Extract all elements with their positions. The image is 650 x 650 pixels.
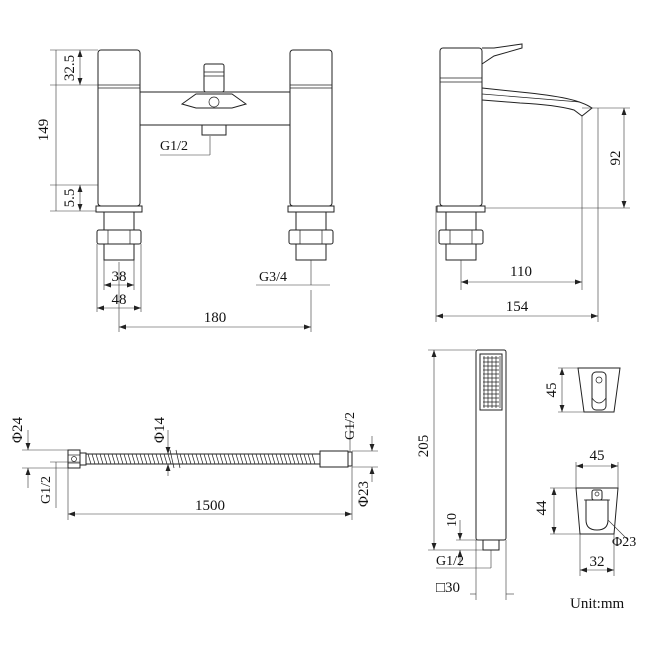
right-tail-fitting (287, 205, 335, 261)
handset-thread (482, 539, 500, 551)
spray-nozzles (483, 356, 501, 408)
hose-break-mark (169, 449, 181, 469)
dim-holder-base-width: 32 (590, 554, 605, 570)
handle-lever (481, 43, 523, 65)
left-tap-body (97, 49, 141, 207)
label-outlet-thread: G3/4 (259, 270, 287, 285)
dim-overall-depth: 154 (506, 299, 529, 315)
dim-holder-top-height: 45 (544, 383, 560, 398)
dim-handset-square: □30 (436, 580, 460, 596)
left-tail-fitting (95, 205, 143, 261)
hose-coils (87, 453, 316, 465)
side-tap-body (439, 47, 483, 207)
label-thread-left: G1/2 (39, 476, 54, 504)
dim-top-section: 32.5 (62, 55, 78, 81)
dim-total-height: 149 (36, 119, 52, 142)
hose-body (85, 453, 321, 465)
dim-holder-bore: Φ23 (612, 535, 636, 550)
shower-hose: Φ24 G1/2 Φ14 G1/2 Φ23 1500 (10, 412, 378, 520)
dim-hose-length: 1500 (195, 498, 225, 514)
diverter-knob (180, 63, 248, 136)
dim-spout-height: 92 (608, 151, 624, 166)
dim-spout-reach: 110 (510, 264, 532, 280)
unit-label: Unit:mm (570, 596, 625, 612)
spout (481, 87, 593, 117)
dim-hose-dia: Φ14 (152, 417, 168, 443)
label-thread-right: G1/2 (343, 412, 358, 440)
dim-holder-width: 45 (590, 448, 605, 464)
hose-left-nut (67, 449, 81, 469)
dim-centres: 180 (204, 310, 227, 326)
dim-holder-height: 44 (534, 500, 550, 516)
bath-mixer-front-view: 32.5 149 5.5 G1/2 38 48 G3/4 180 (36, 49, 335, 332)
dim-bottom-section: 5.5 (62, 189, 78, 208)
dim-thread-length: 10 (445, 513, 460, 527)
right-tap-body (289, 49, 333, 207)
label-handset-thread: G1/2 (436, 554, 464, 569)
holder-front-body (575, 487, 619, 535)
handset-spray-face (479, 353, 503, 411)
hose-right-cone (319, 450, 349, 468)
dim-end-dia-left: Φ24 (10, 417, 26, 443)
wall-holder-side: 45 (544, 367, 621, 413)
dim-end-dia-right: Φ23 (356, 481, 372, 507)
wall-holder-front: 45 44 Φ23 32 (534, 448, 636, 576)
bath-mixer-side-view: 92 110 154 (435, 43, 630, 322)
shower-handset: 205 10 G1/2 □30 (416, 349, 514, 600)
label-inlet-thread: G1/2 (160, 139, 188, 154)
side-tail-fitting (436, 205, 486, 261)
dim-handset-length: 205 (416, 435, 432, 458)
holder-side-body (577, 367, 621, 413)
